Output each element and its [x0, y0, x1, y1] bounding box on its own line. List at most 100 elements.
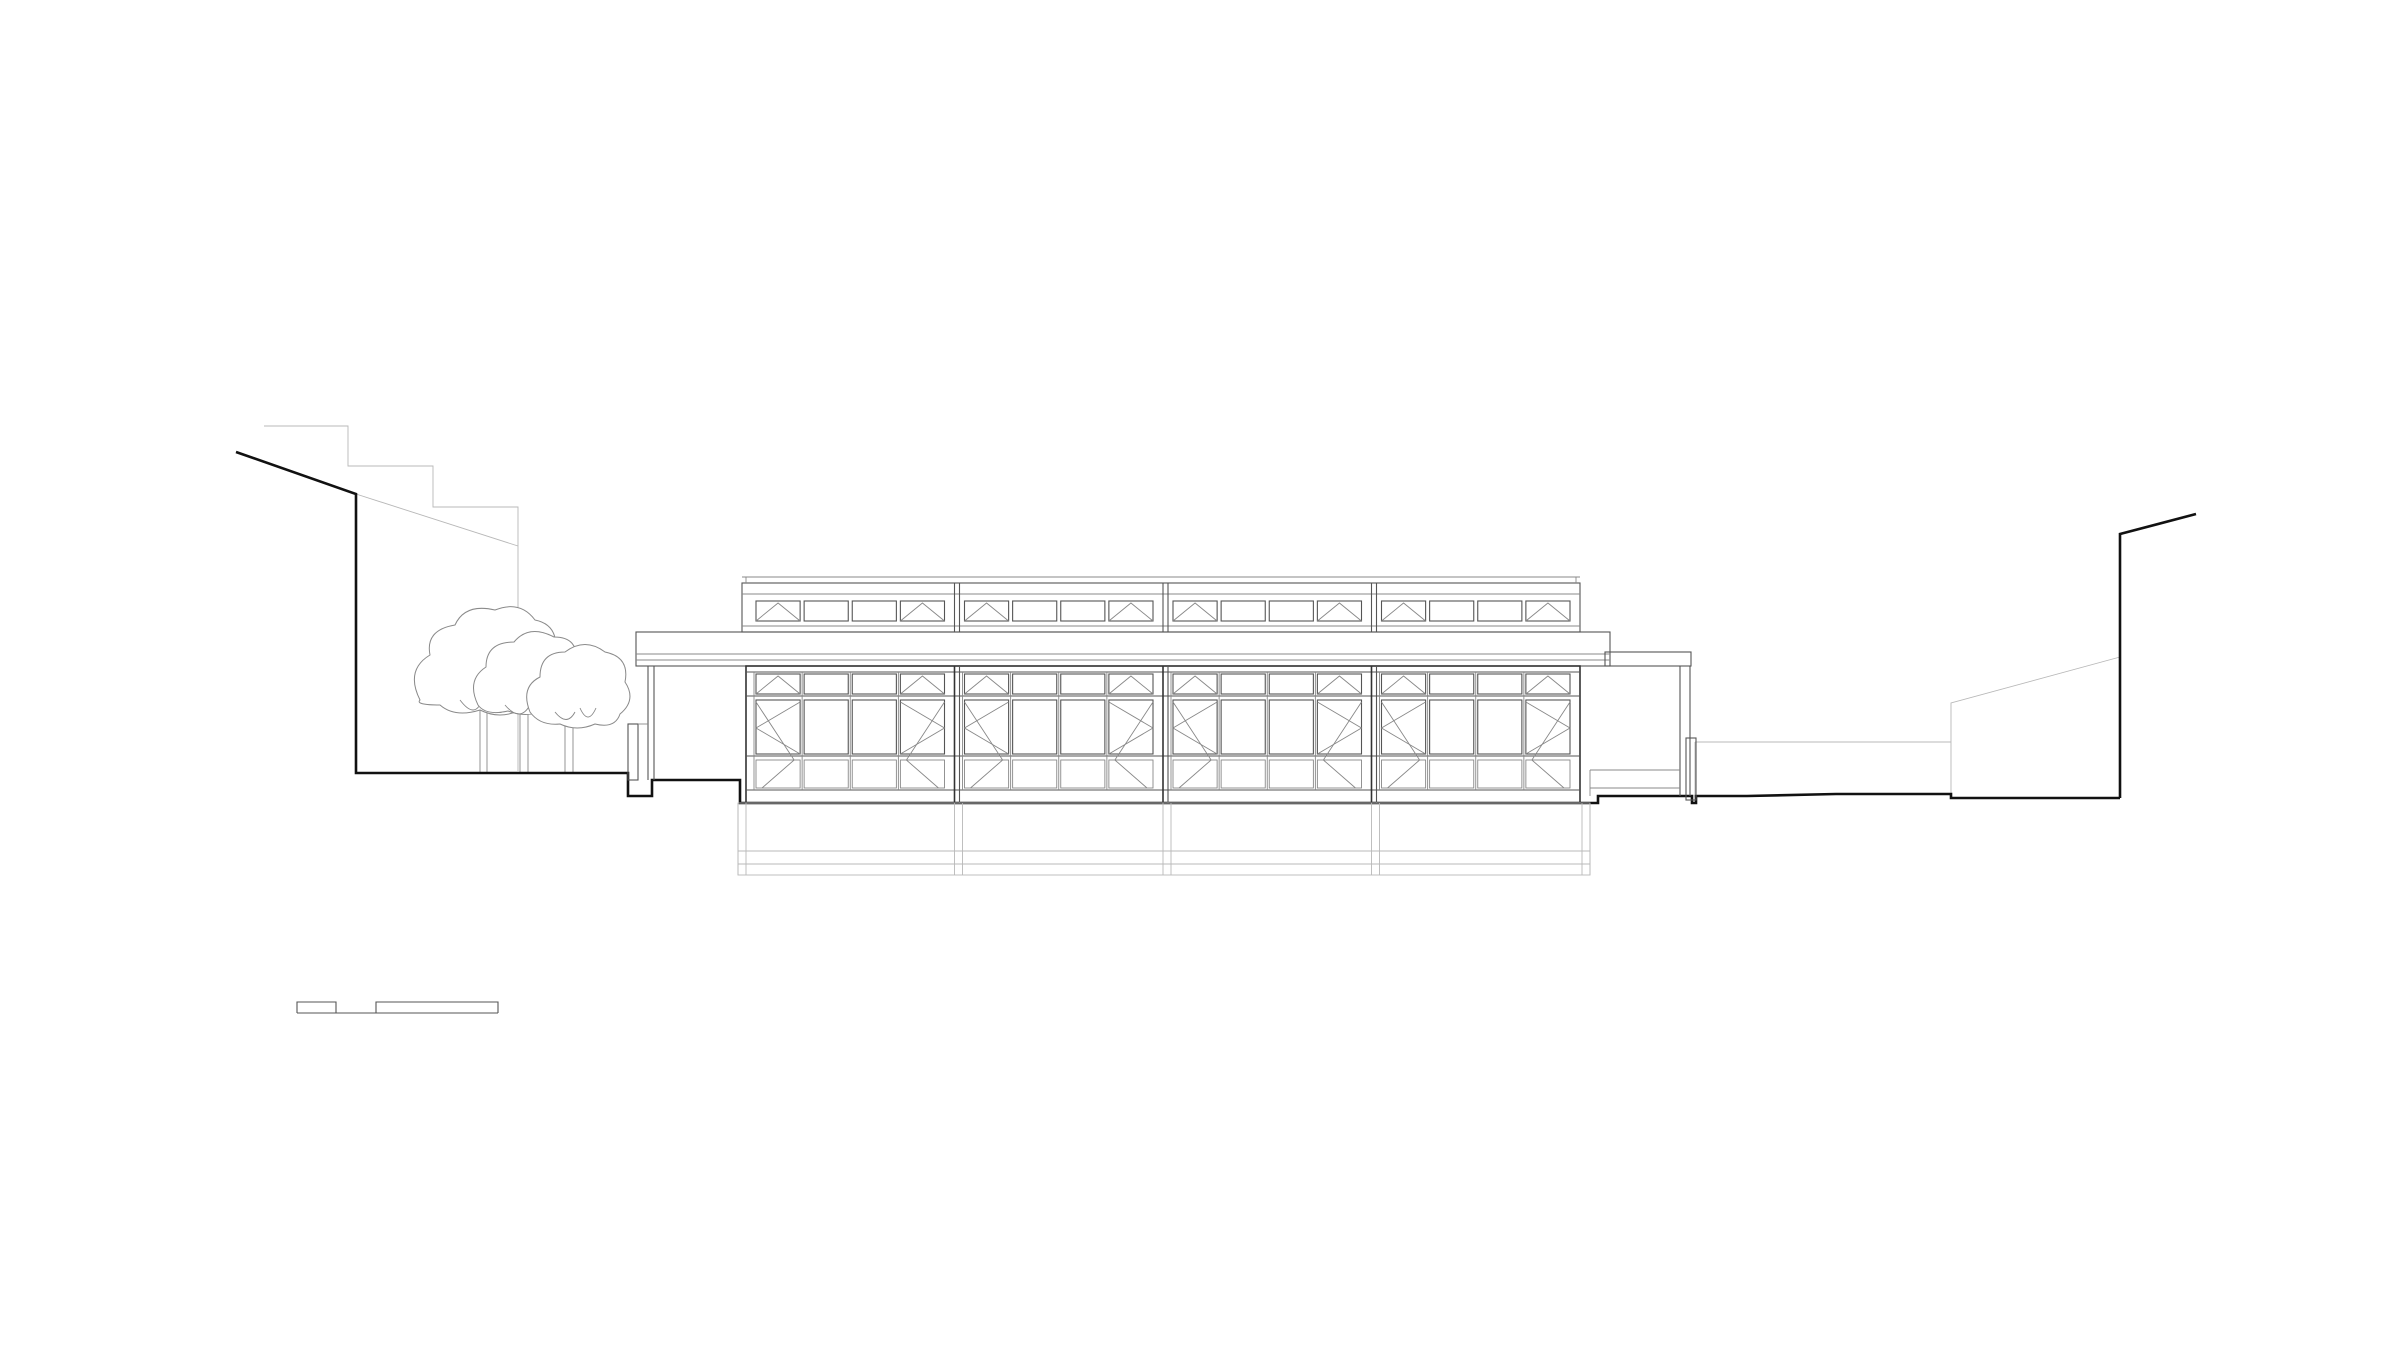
upper-light — [1380, 673, 1427, 695]
sash-marking — [900, 675, 945, 695]
main-pane — [1525, 699, 1571, 755]
foundation-pier — [954, 803, 963, 875]
neighbour-buildings-right — [1694, 656, 2121, 797]
sash-marking — [900, 602, 945, 622]
upper-light — [963, 673, 1010, 695]
sash-marking — [1380, 701, 1426, 755]
main-pane — [851, 699, 897, 755]
sash-marking — [1381, 602, 1426, 622]
sash-marking — [1322, 701, 1362, 789]
clerestory-pane — [1220, 600, 1266, 622]
lower-panel — [1477, 759, 1523, 789]
glazing-bay — [1370, 583, 1571, 803]
sash-marking — [1108, 602, 1154, 622]
foundation-pier — [737, 803, 747, 875]
upper-light — [1012, 673, 1058, 695]
upper-light — [1477, 673, 1523, 695]
clerestory-pane — [1316, 600, 1363, 622]
sash-marking — [755, 675, 801, 695]
lower-panel — [1525, 759, 1571, 789]
clerestory-pane — [899, 600, 946, 622]
tree-3 — [526, 644, 631, 772]
basement-foundation — [737, 802, 1591, 876]
sash-marking — [755, 701, 795, 789]
clerestory-pane — [851, 600, 897, 622]
sash-marking — [1317, 602, 1362, 622]
lower-panel — [899, 759, 945, 789]
glazing-bays — [753, 583, 1571, 803]
clerestory-pane — [1268, 600, 1314, 622]
sash-marking — [1317, 675, 1362, 695]
sash-marking — [905, 701, 945, 789]
upper-light — [851, 673, 897, 695]
upper-light — [1316, 673, 1363, 695]
clerestory-pane — [755, 600, 801, 622]
upper-light — [803, 673, 849, 695]
lower-panel — [1381, 759, 1427, 789]
main-pane — [1268, 699, 1314, 755]
lower-panel — [1108, 759, 1154, 789]
clerestory-pane — [963, 600, 1010, 622]
main-pane — [1108, 699, 1154, 755]
upper-light — [1429, 673, 1475, 695]
sash-marking — [1381, 675, 1426, 695]
lower-panel — [1220, 759, 1266, 789]
clerestory-pane — [1012, 600, 1058, 622]
sash-marking — [900, 701, 946, 755]
clerestory-pane — [1380, 600, 1427, 622]
sash-marking — [1317, 701, 1363, 755]
lower-panel — [803, 759, 849, 789]
clerestory-pane — [1172, 600, 1218, 622]
glazing-bay — [953, 583, 1154, 803]
main-pane — [1380, 699, 1427, 755]
sash-marking — [1531, 701, 1571, 789]
right-terrace — [1589, 737, 1697, 801]
sash-marking — [964, 602, 1009, 622]
main-pane — [1316, 699, 1363, 755]
sash-marking — [964, 701, 1004, 789]
upper-light — [755, 673, 801, 695]
main-pane — [1429, 699, 1475, 755]
sash-marking — [963, 701, 1009, 755]
main-pane — [755, 699, 801, 755]
sash-marking — [1381, 701, 1421, 789]
foundation-pier — [1581, 803, 1591, 875]
lower-panel — [1172, 759, 1218, 789]
sash-marking — [1108, 675, 1154, 695]
clerestory — [741, 576, 1581, 633]
trees-group — [413, 606, 631, 772]
main-pane — [803, 699, 849, 755]
lower-panel — [1012, 759, 1058, 789]
sash-marking — [964, 675, 1009, 695]
sash-marking — [1525, 602, 1571, 622]
sash-marking — [1525, 675, 1571, 695]
main-pane — [1012, 699, 1058, 755]
lower-panel — [1060, 759, 1106, 789]
lower-panel — [851, 759, 897, 789]
lower-panel — [755, 759, 801, 789]
sash-marking — [1108, 701, 1154, 755]
foundation-piers — [737, 803, 1591, 875]
glazing-bay — [1162, 583, 1363, 803]
upper-light — [1172, 673, 1218, 695]
left-step — [627, 723, 648, 781]
sash-marking — [1172, 675, 1218, 695]
clerestory-pane — [1477, 600, 1523, 622]
clerestory-pane — [1108, 600, 1154, 622]
sash-marking — [1114, 701, 1154, 789]
clerestory-pane — [1429, 600, 1475, 622]
sash-marking — [755, 701, 801, 755]
main-pane — [1477, 699, 1523, 755]
upper-light — [899, 673, 946, 695]
lower-panel — [964, 759, 1010, 789]
lower-panel — [1429, 759, 1475, 789]
foundation-pier — [1162, 803, 1172, 875]
main-pane — [1060, 699, 1106, 755]
sash-marking — [1172, 602, 1218, 622]
main-pane — [1172, 699, 1218, 755]
sash-marking — [1172, 701, 1212, 789]
main-pane — [963, 699, 1010, 755]
sash-marking — [1172, 701, 1218, 755]
lower-panel — [1316, 759, 1362, 789]
